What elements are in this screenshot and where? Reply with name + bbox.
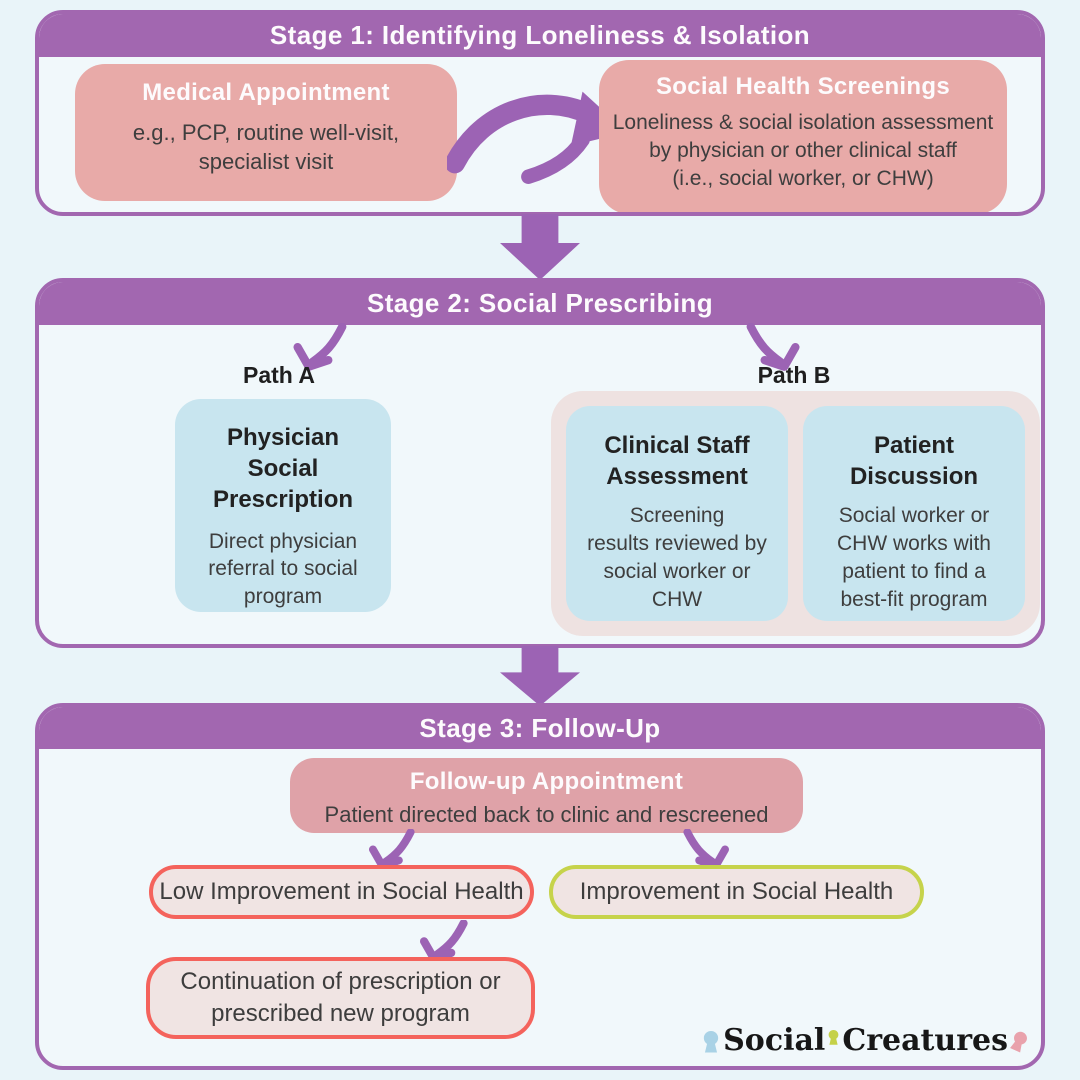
improvement-label: Improvement in Social Health — [579, 878, 894, 905]
patient-discussion-body: Social worker or CHW works with patient … — [836, 504, 991, 612]
low-improvement-box: Low Improvement in Social Health — [149, 865, 534, 919]
curved-arrow-path-b-icon — [746, 323, 800, 371]
stage1-header: Stage 1: Identifying Loneliness & Isolat… — [39, 14, 1041, 57]
physician-social-prescription-box: Physician Social Prescription Direct phy… — [175, 399, 391, 612]
block-down-arrow-icon — [500, 646, 580, 706]
logo-creatures-text: Creatures — [842, 1023, 1008, 1058]
followup-appointment-title: Follow-up Appointment — [409, 768, 684, 795]
social-health-screenings-title: Social Health Screenings — [656, 73, 950, 100]
stage1-panel: Stage 1: Identifying Loneliness & Isolat… — [35, 10, 1045, 216]
clinical-staff-assessment-box: Clinical Staff Assessment Screening resu… — [566, 406, 788, 621]
medical-appointment-box: Medical Appointment e.g., PCP, routine w… — [75, 64, 457, 201]
curved-arrow-path-a-icon — [293, 323, 347, 371]
medical-appointment-body: e.g., PCP, routine well-visit, specialis… — [132, 120, 400, 175]
stage1-title: Stage 1: Identifying Loneliness & Isolat… — [269, 20, 811, 50]
patient-discussion-title: Patient Discussion — [849, 432, 979, 491]
path-b-group: Clinical Staff Assessment Screening resu… — [551, 391, 1040, 636]
path-a-label: Path A — [243, 362, 315, 388]
social-creatures-logo: Social Creatures — [700, 1026, 1029, 1056]
physician-social-prescription-title: Physician Social Prescription — [212, 424, 354, 514]
patient-discussion-box: Patient Discussion Social worker or CHW … — [803, 406, 1025, 621]
physician-social-prescription-body: Direct physician referral to social prog… — [208, 529, 358, 609]
stage2-header: Stage 2: Social Prescribing — [39, 282, 1041, 325]
stage2-title: Stage 2: Social Prescribing — [366, 288, 714, 318]
clinical-staff-assessment-title: Clinical Staff Assessment — [604, 432, 750, 491]
block-down-arrow-icon — [500, 214, 580, 280]
medical-appointment-title: Medical Appointment — [142, 79, 390, 106]
stage3-header: Stage 3: Follow-Up — [39, 707, 1041, 749]
stage3-panel: Stage 3: Follow-Up Follow-up Appointment… — [35, 703, 1045, 1070]
path-b-label: Path B — [757, 362, 831, 388]
social-health-screenings-body: Loneliness & social isolation assessment… — [612, 111, 994, 190]
logo-blue-creature-icon — [703, 1031, 719, 1053]
logo-pink-creature-icon — [1010, 1031, 1027, 1053]
followup-appointment-body: Patient directed back to clinic and resc… — [324, 802, 769, 827]
improvement-box: Improvement in Social Health — [549, 865, 924, 919]
social-health-screenings-box: Social Health Screenings Loneliness & so… — [599, 60, 1007, 212]
logo-social-text: Social — [723, 1023, 826, 1058]
logo-green-creature-icon — [828, 1030, 839, 1045]
clinical-staff-assessment-body: Screening results reviewed by social wor… — [587, 504, 767, 612]
stage3-title: Stage 3: Follow-Up — [419, 712, 661, 743]
low-improvement-label: Low Improvement in Social Health — [159, 878, 524, 905]
stage2-panel: Stage 2: Social Prescribing Path A Path … — [35, 278, 1045, 648]
continuation-box: Continuation of prescription or prescrib… — [146, 957, 535, 1039]
followup-appointment-box: Follow-up Appointment Patient directed b… — [290, 758, 803, 833]
continuation-label: Continuation of prescription or prescrib… — [180, 967, 501, 1027]
